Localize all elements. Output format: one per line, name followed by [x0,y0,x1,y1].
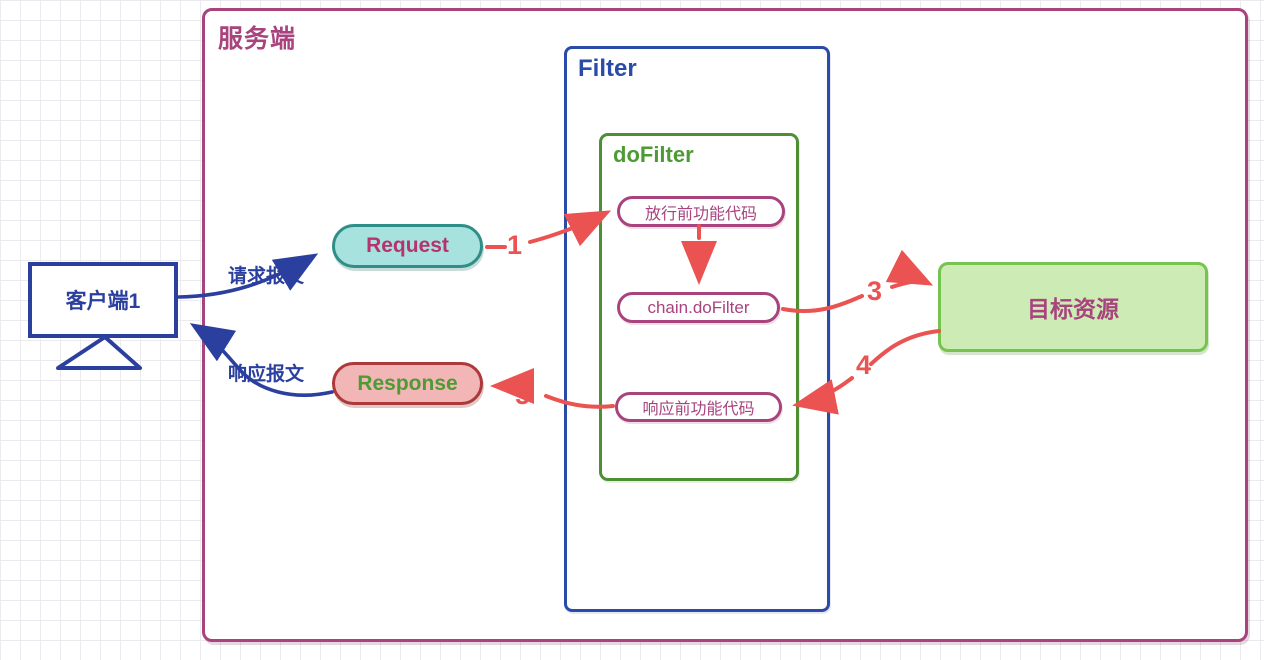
step-number-1: 1 [507,230,523,260]
filter-container-box: Filter [564,46,830,612]
step-number-2: 2 [689,238,705,268]
filter-label: Filter [578,55,637,82]
node-chain-dofilter: chain.doFilter [617,292,780,323]
response-message-label: 响应报文 [228,364,305,385]
server-label: 服务端 [218,25,297,53]
request-message-label: 请求报文 [228,266,305,287]
request-node: Request [332,224,483,268]
node-before-response-code: 响应前功能代码 [615,392,782,422]
response-node: Response [332,362,483,405]
client-node: 客户端1 [28,262,178,338]
step-number-4: 4 [856,350,872,380]
dofilter-label: doFilter [613,142,694,167]
step-number-5: 5 [515,380,531,410]
target-resource-node: 目标资源 [938,262,1208,352]
step-number-3: 3 [867,276,883,306]
node-before-pass-code: 放行前功能代码 [617,196,785,227]
client-monitor-stand [56,335,142,370]
